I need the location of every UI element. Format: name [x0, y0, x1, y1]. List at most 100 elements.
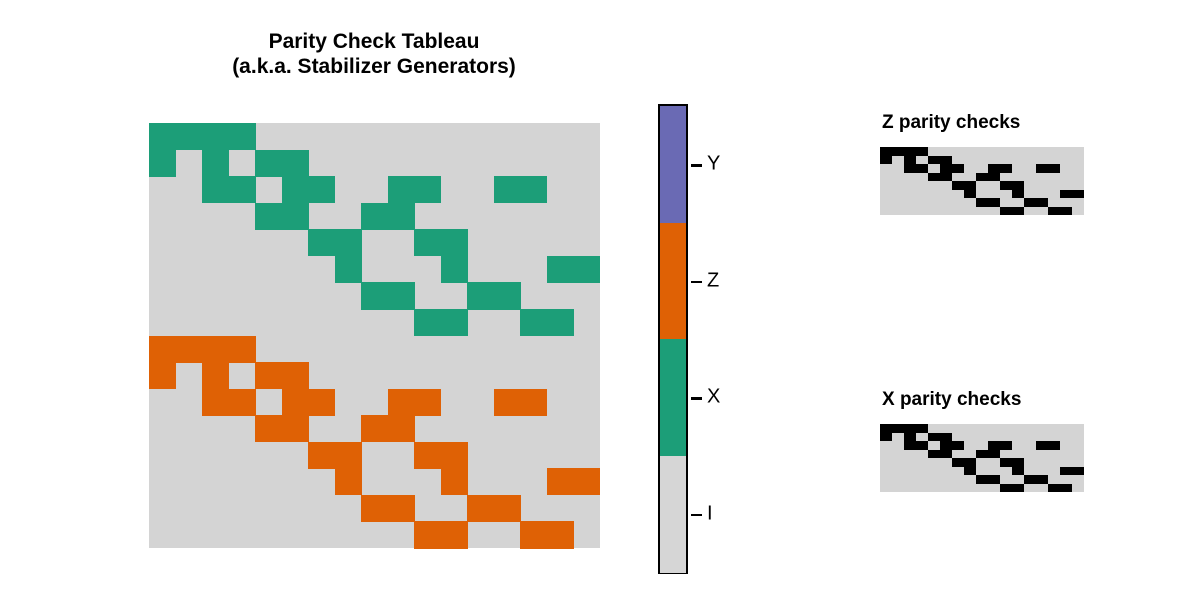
parity-check-cell: [1012, 181, 1025, 190]
tableau-cell: [414, 229, 442, 257]
tableau-cell: [281, 176, 309, 204]
colorbar-tick-y: [691, 164, 702, 167]
tableau-cell: [520, 388, 548, 416]
tableau-cell: [228, 388, 256, 416]
tableau-cell: [149, 335, 177, 363]
parity-check-cell: [988, 475, 1001, 484]
parity-check-cell: [988, 172, 1001, 182]
tableau-cell: [361, 494, 389, 523]
parity-check-cell: [976, 198, 989, 207]
tableau-cell: [520, 176, 548, 204]
tableau-cell: [440, 468, 468, 496]
colorbar-band-x: [660, 339, 686, 456]
parity-check-cell: [1060, 466, 1073, 476]
tableau-cell: [414, 176, 442, 204]
parity-check-cell: [1012, 206, 1025, 216]
tableau-heatmap-grid: [149, 123, 601, 549]
parity-check-cell: [892, 147, 905, 156]
parity-check-tableau: [149, 123, 601, 549]
parity-check-cell: [952, 181, 965, 190]
tableau-cell: [440, 441, 468, 469]
parity-check-cell: [1060, 189, 1073, 199]
tableau-cell: [387, 202, 415, 230]
tableau-cell: [520, 308, 548, 337]
tableau-cell: [387, 415, 415, 443]
parity-check-cell: [880, 155, 893, 165]
parity-check-cell: [904, 164, 917, 173]
parity-check-cell: [964, 189, 977, 199]
parity-check-cell: [1060, 206, 1073, 216]
parity-check-cell: [904, 147, 917, 156]
parity-check-cell: [1000, 181, 1013, 190]
parity-check-cell: [928, 449, 941, 459]
tableau-cell: [467, 282, 495, 310]
parity-check-cell: [916, 441, 929, 450]
parity-check-cell: [952, 164, 965, 173]
tableau-cell: [175, 335, 203, 363]
parity-check-cell: [940, 164, 953, 173]
tableau-cell: [308, 229, 336, 257]
parity-check-cell: [1000, 441, 1013, 450]
parity-check-cell: [1000, 483, 1013, 493]
tableau-cell: [334, 255, 362, 283]
parity-check-cell: [940, 172, 953, 182]
tableau-cell: [202, 335, 230, 363]
parity-check-cell: [904, 424, 917, 433]
parity-check-cell: [880, 424, 893, 433]
parity-check-cell: [1000, 164, 1013, 173]
colorbar-band-i: [660, 455, 686, 573]
tableau-cell: [361, 282, 389, 310]
parity-check-cell: [1024, 198, 1037, 207]
tableau-cell: [281, 202, 309, 230]
parity-check-cell: [988, 449, 1001, 459]
tableau-cell: [149, 123, 177, 151]
parity-check-cell: [1072, 189, 1085, 199]
parity-check-cell: [940, 449, 953, 459]
parity-check-cell: [988, 164, 1001, 173]
tableau-cell: [546, 468, 574, 496]
parity-check-cell: [1024, 475, 1037, 484]
tableau-cell: [440, 229, 468, 257]
tableau-cell: [149, 149, 177, 177]
tableau-cell: [202, 176, 230, 204]
parity-check-cell: [1048, 206, 1061, 216]
parity-check-cell: [1012, 466, 1025, 476]
parity-check-cell: [1012, 189, 1025, 199]
z-parity-check-matrix: [880, 147, 1085, 216]
tableau-cell: [281, 362, 309, 390]
panel-z-parity-checks: Z parity checks: [880, 112, 1085, 216]
tableau-cell: [281, 415, 309, 443]
tableau-cell: [387, 176, 415, 204]
parity-check-cell: [964, 458, 977, 467]
colorbar-band-y: [660, 106, 686, 223]
parity-check-cell: [880, 147, 893, 156]
parity-check-cell: [904, 441, 917, 450]
colorbar-tick-x: [691, 397, 702, 400]
parity-check-cell: [1036, 441, 1049, 450]
tableau-cell: [493, 388, 521, 416]
tableau-cell: [361, 415, 389, 443]
tableau-cell: [546, 308, 574, 337]
tableau-cell: [493, 494, 521, 523]
parity-check-cell: [952, 458, 965, 467]
tableau-cell: [361, 202, 389, 230]
parity-check-cell: [904, 155, 917, 165]
tableau-cell: [440, 521, 468, 549]
tableau-cell: [573, 255, 601, 283]
parity-check-cell: [904, 432, 917, 442]
tableau-cell: [414, 308, 442, 337]
colorbar-band-z: [660, 222, 686, 340]
parity-check-cell: [940, 155, 953, 165]
tableau-cell: [334, 468, 362, 496]
tableau-cell: [202, 388, 230, 416]
tableau-cell: [255, 149, 283, 177]
tableau-cell: [149, 362, 177, 390]
parity-check-cell: [1036, 164, 1049, 173]
parity-check-cell: [988, 441, 1001, 450]
tableau-cell: [255, 415, 283, 443]
tableau-cell: [414, 388, 442, 416]
tableau-cell: [414, 441, 442, 469]
